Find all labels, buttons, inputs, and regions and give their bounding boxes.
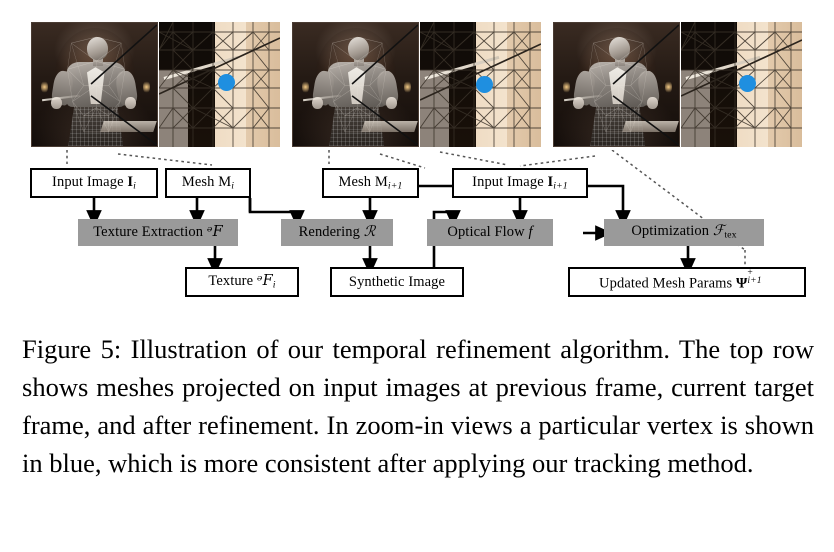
figure-hand-right	[124, 96, 136, 110]
flow-connectors	[66, 150, 746, 276]
node-optimization-label: Optimization ℱtex	[631, 223, 737, 241]
node-updated-mesh-params[interactable]: Updated Mesh Params Ψ+i+1	[568, 267, 806, 297]
node-input-image-i-plus-1[interactable]: Input Image Ii+1	[452, 168, 588, 198]
figure-neck	[614, 57, 625, 67]
figure-caption: Figure 5: Illustration of our temporal r…	[22, 334, 814, 478]
photo-current-target-frame	[292, 22, 419, 147]
tracked-vertex-marker	[476, 76, 493, 93]
figure-head	[348, 36, 370, 60]
figure-hand-right	[646, 96, 658, 110]
image-row	[0, 0, 834, 160]
node-mesh-i[interactable]: Mesh Mi	[165, 168, 251, 198]
scene-lamp-right-icon	[143, 79, 151, 94]
zoomview-previous-frame	[159, 22, 280, 147]
scene-lamp-right-icon	[404, 79, 412, 94]
panel-group-after-refinement	[553, 22, 802, 147]
node-mesh-i-plus-1-label: Mesh Mi+1	[338, 173, 403, 192]
node-texture-extraction-label: Texture Extraction ᵊF	[93, 224, 223, 241]
node-updated-mesh-params-label: Updated Mesh Params Ψ+i+1	[599, 267, 762, 292]
figure-head	[87, 36, 109, 60]
tracked-vertex-marker	[739, 75, 756, 92]
node-input-image-i[interactable]: Input Image Ii	[30, 168, 158, 198]
scene-lamp-left-icon	[40, 79, 48, 94]
scene-lamp-left-icon	[301, 79, 309, 94]
node-input-image-i-label: Input Image Ii	[52, 173, 136, 192]
node-optimization[interactable]: Optimization ℱtex	[604, 219, 764, 246]
zoom-callout-lines-refined	[612, 24, 679, 146]
figure-neck	[353, 57, 364, 67]
figure-head	[609, 36, 631, 60]
zoomview-current-target-frame	[420, 22, 541, 147]
node-optical-flow-label: Optical Flow f	[447, 224, 533, 241]
mesh-overlay-after-refinement	[588, 37, 647, 133]
figure-hand-left	[572, 96, 584, 110]
node-input-image-i-plus-1-label: Input Image Ii+1	[472, 173, 568, 192]
node-rendering-label: Rendering ℛ	[298, 224, 376, 241]
mesh-overlay-previous-frame	[66, 37, 125, 133]
node-texture-i-label: Texture ᵊFi	[208, 272, 276, 291]
node-synthetic-image-label: Synthetic Image	[348, 273, 446, 290]
zoom-callout-lines-previous	[90, 24, 157, 146]
figure-hand-left	[50, 96, 62, 110]
node-synthetic-image[interactable]: Synthetic Image	[330, 267, 464, 297]
tracked-vertex-marker	[218, 74, 235, 91]
zoom-mesh-previous-frame	[159, 22, 280, 147]
zoomview-after-refinement	[681, 22, 802, 147]
node-texture-extraction[interactable]: Texture Extraction ᵊF	[78, 219, 238, 246]
photo-after-refinement	[553, 22, 680, 147]
scene-lamp-left-icon	[562, 79, 570, 94]
scene-lamp-right-icon	[665, 79, 673, 94]
node-rendering[interactable]: Rendering ℛ	[281, 219, 393, 246]
panel-group-current-target-frame	[292, 22, 541, 147]
conductor-figure	[293, 23, 418, 146]
figure-hand-left	[311, 96, 323, 110]
node-mesh-i-label: Mesh Mi	[181, 173, 235, 192]
zoom-callout-lines-current	[351, 24, 418, 146]
figure-neck	[92, 57, 103, 67]
node-optical-flow[interactable]: Optical Flow f	[427, 219, 553, 246]
mesh-overlay-current-target-frame	[327, 37, 386, 133]
panel-group-previous-frame	[31, 22, 280, 147]
flow-diagram: Input Image Ii Mesh Mi Mesh Mi+1 Input I…	[0, 150, 834, 315]
figure-hand-right	[385, 96, 397, 110]
photo-previous-frame	[31, 22, 158, 147]
node-mesh-i-plus-1[interactable]: Mesh Mi+1	[322, 168, 419, 198]
node-texture-i[interactable]: Texture ᵊFi	[185, 267, 299, 297]
